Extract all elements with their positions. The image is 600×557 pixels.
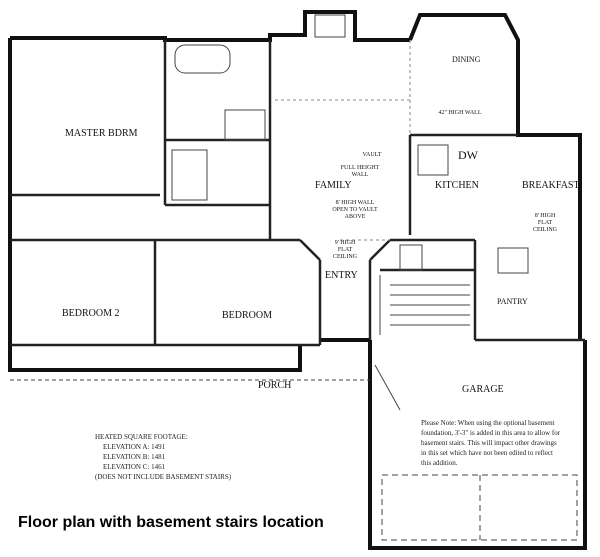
- footage-exclusion: (DOES NOT INCLUDE BASEMENT STAIRS): [95, 473, 232, 481]
- footage-title: HEATED SQUARE FOOTAGE:: [95, 433, 188, 441]
- caption: Floor plan with basement stairs location: [18, 514, 324, 531]
- room-breakfast: BREAKFAST: [522, 180, 580, 191]
- vault-label: VAULT: [362, 152, 382, 158]
- exterior-walls: [8, 10, 587, 550]
- room-pantry: PANTRY: [497, 297, 528, 306]
- room-bedroom: BEDROOM: [222, 310, 273, 321]
- room-master-bdrm: MASTER BDRM: [65, 128, 138, 139]
- room-dining: DINING: [452, 55, 481, 64]
- ceiling-lines: [275, 40, 411, 241]
- half-wall-note: 42" HIGH WALL: [438, 110, 482, 116]
- footage-elevation-c: ELEVATION C: 1461: [103, 463, 166, 471]
- room-entry: ENTRY: [325, 270, 358, 281]
- interior-walls: [10, 40, 585, 347]
- fixtures: [10, 14, 578, 541]
- flat-ceiling-8-note: 8' HIGH FLAT CEILING: [533, 213, 557, 233]
- full-height-wall-note: FULL HEIGHT WALL: [340, 165, 380, 178]
- room-garage: GARAGE: [462, 384, 504, 395]
- room-family: FAMILY: [315, 180, 352, 191]
- footage-elevation-a: ELEVATION A: 1491: [103, 443, 166, 451]
- footage-elevation-b: ELEVATION B: 1481: [103, 453, 166, 461]
- open-vault-note: 8' HIGH WALL OPEN TO VAULT ABOVE: [332, 200, 378, 220]
- square-footage: HEATED SQUARE FOOTAGE: ELEVATION A: 1491…: [95, 432, 231, 482]
- dishwasher-label: DW: [458, 148, 478, 162]
- room-kitchen: KITCHEN: [435, 180, 479, 191]
- room-porch: PORCH: [258, 380, 292, 391]
- flat-ceiling-9-note: 9' HIGH FLAT CEILING: [333, 240, 357, 260]
- room-bedroom-2: BEDROOM 2: [62, 308, 120, 319]
- basement-note: Please Note: When using the optional bas…: [421, 419, 561, 467]
